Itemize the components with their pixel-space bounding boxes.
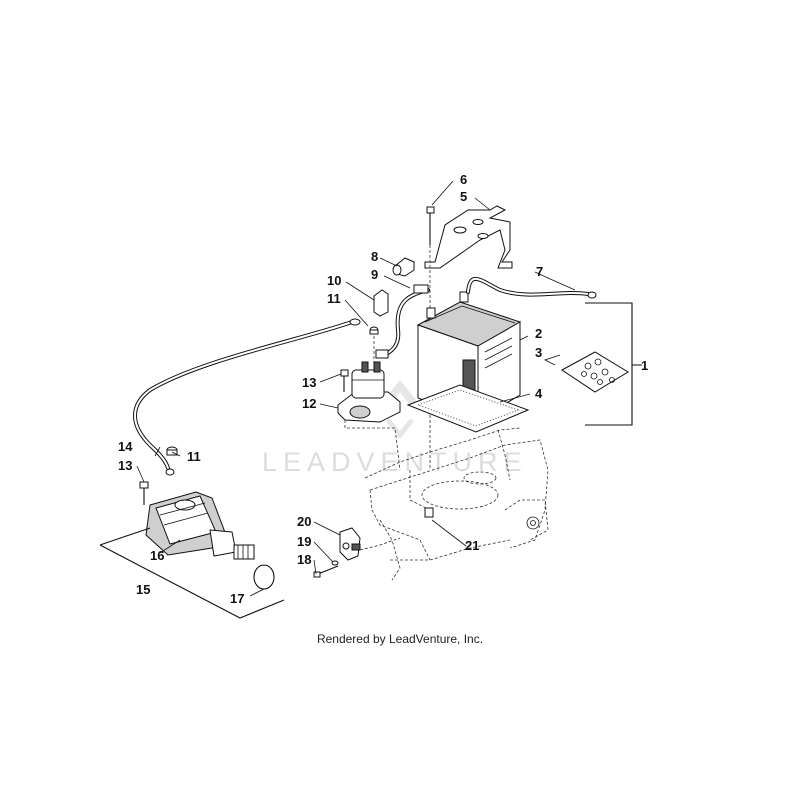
battery-cable-negative: [466, 277, 597, 299]
callout-2: 2: [535, 326, 542, 341]
callout-15: 15: [136, 582, 150, 597]
callout-21: 21: [465, 538, 479, 553]
callout-11: 11: [187, 449, 201, 464]
starter-motor: [145, 491, 255, 560]
nut: [369, 326, 379, 335]
starter-interlock-switch: [339, 527, 361, 561]
callout-13: 13: [302, 375, 316, 390]
starter-cable: [133, 318, 361, 476]
callout-19: 19: [297, 534, 311, 549]
frame-illustration: [364, 427, 549, 581]
nut: [166, 446, 178, 456]
terminal-boot: [373, 289, 389, 317]
callout-17: 17: [230, 591, 244, 606]
callout-1: 1: [641, 358, 648, 373]
o-ring: [253, 564, 275, 590]
screw: [340, 369, 349, 392]
washer: [331, 560, 339, 566]
callout-10: 10: [327, 273, 341, 288]
callout-labels: 1 2 3 4 5 6 7 8 9 10 11 12 13 14 11 13 1…: [118, 172, 648, 606]
battery-cable-positive: [375, 284, 430, 359]
callout-14: 14: [118, 439, 133, 454]
callout-13: 13: [118, 458, 132, 473]
callout-8: 8: [371, 249, 378, 264]
callout-3: 3: [535, 345, 542, 360]
callout-12: 12: [302, 396, 316, 411]
terminal-boot: [392, 257, 415, 277]
leader-line: [344, 420, 401, 471]
callout-4: 4: [535, 386, 543, 401]
callout-5: 5: [460, 189, 467, 204]
screw: [139, 481, 149, 505]
callout-9: 9: [371, 267, 378, 282]
callout-16: 16: [150, 548, 164, 563]
battery-bracket: [424, 205, 513, 269]
group-bracket: [99, 527, 285, 619]
callout-leaders: [136, 180, 576, 597]
starter-solenoid: [337, 361, 401, 423]
group-bracket: [585, 302, 642, 426]
callout-20: 20: [297, 514, 311, 529]
leader-line: [359, 537, 401, 551]
callout-6: 6: [460, 172, 467, 187]
battery-pad: [406, 384, 530, 433]
terminal-hardware-kit: [561, 351, 629, 393]
callout-18: 18: [297, 552, 311, 567]
callout-7: 7: [536, 264, 543, 279]
screw: [313, 565, 339, 578]
callout-11: 11: [327, 291, 341, 306]
render-credit: Rendered by LeadVenture, Inc.: [316, 632, 484, 646]
